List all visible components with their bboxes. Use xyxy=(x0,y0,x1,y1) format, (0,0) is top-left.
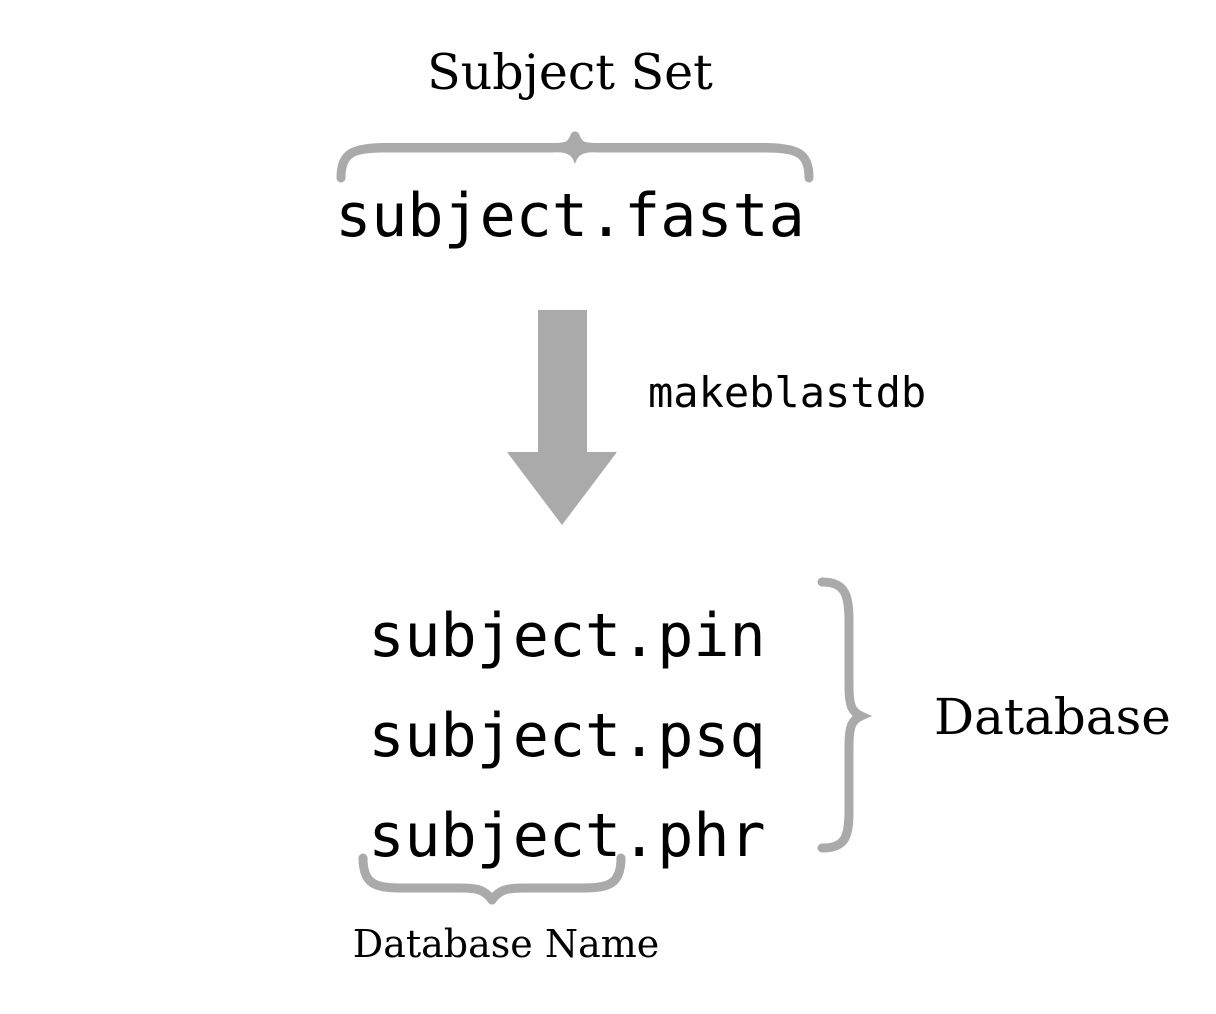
database-name-label: Database Name xyxy=(352,922,660,966)
top-brace-icon xyxy=(336,131,814,183)
database-file-item: subject.psq xyxy=(368,701,766,771)
database-file-list: subject.pin subject.psq subject.phr xyxy=(0,586,1134,886)
subject-fasta-filename: subject.fasta xyxy=(335,181,805,251)
down-arrow-icon xyxy=(507,310,617,525)
subject-set-label: Subject Set xyxy=(427,44,713,101)
database-label: Database xyxy=(934,688,1171,746)
database-file-item: subject.pin xyxy=(368,601,766,671)
makeblastdb-command-label: makeblastdb xyxy=(648,368,927,417)
database-file-item: subject.phr xyxy=(368,801,766,871)
